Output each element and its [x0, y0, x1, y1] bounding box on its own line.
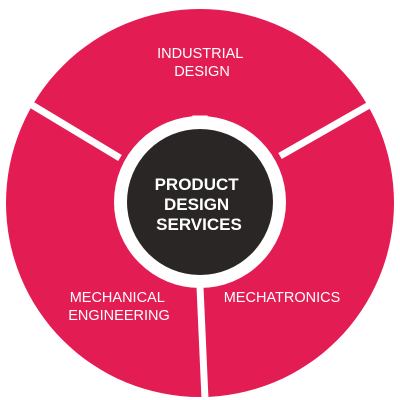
segment-label-industrial-design: INDUSTRIAL DESIGN — [157, 46, 247, 80]
ring-notch-top — [192, 115, 208, 127]
center-line-3: SERVICES — [156, 215, 242, 234]
segment-label-mechatronics: MECHATRONICS — [224, 290, 341, 306]
segment-left-line-2: ENGINEERING — [68, 308, 170, 324]
segment-left-line-1: MECHANICAL — [70, 290, 165, 306]
separator-left — [25, 99, 122, 161]
segment-top-line-2: DESIGN — [174, 64, 230, 80]
center-label: PRODUCT DESIGN SERVICES — [155, 175, 244, 234]
center-line-1: PRODUCT — [155, 175, 240, 194]
center-circle — [127, 129, 273, 275]
segment-label-mechanical-engineering: MECHANICAL ENGINEERING — [68, 290, 170, 324]
separator-bottom — [196, 286, 209, 400]
segment-right-line-1: MECHATRONICS — [224, 290, 341, 306]
segment-top-line-1: INDUSTRIAL — [157, 46, 243, 62]
separator-right — [278, 100, 373, 160]
center-line-2: DESIGN — [164, 195, 229, 214]
